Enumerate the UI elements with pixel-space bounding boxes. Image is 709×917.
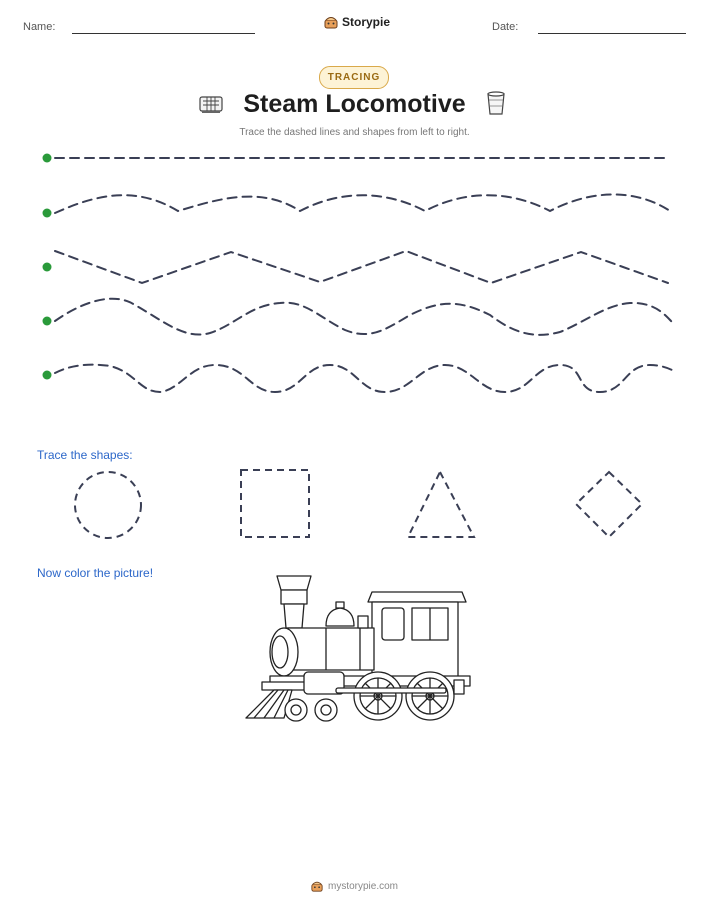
brand-name: Storypie [342, 15, 391, 29]
color-heading: Now color the picture! [37, 566, 154, 580]
shape-triangle[interactable] [406, 469, 476, 538]
date-field-line[interactable] [538, 33, 686, 34]
tracing-line-wave-2[interactable] [54, 297, 673, 336]
shape-circle[interactable] [74, 471, 142, 539]
tracing-badge: TRACING [319, 66, 389, 89]
locomotive-illustration[interactable] [240, 572, 472, 724]
shapes-heading: Trace the shapes: [37, 448, 133, 462]
bucket-icon [487, 91, 505, 115]
start-dot-2 [42, 208, 52, 218]
tracing-lines [42, 153, 673, 394]
storypie-footer-icon [311, 881, 323, 892]
start-dot-4 [42, 316, 52, 326]
storypie-icon [324, 17, 338, 29]
tracing-line-wave-1[interactable] [54, 193, 671, 214]
instructions: Trace the dashed lines and shapes from l… [239, 127, 470, 138]
footer: mystorypie.com [0, 880, 709, 892]
start-dot-5 [42, 370, 52, 380]
date-label: Date: [492, 21, 519, 33]
name-field-line[interactable] [72, 33, 255, 34]
worksheet-title: Steam Locomotive [243, 90, 466, 118]
start-dot-3 [42, 262, 52, 272]
shape-square[interactable] [240, 469, 310, 538]
start-dot-1 [42, 153, 52, 163]
tracing-line-wave-3[interactable] [54, 363, 673, 394]
footer-url[interactable]: mystorypie.com [327, 880, 398, 892]
crate-icon [199, 96, 223, 113]
trace-shapes [74, 469, 644, 539]
tracing-line-zigzag[interactable] [54, 249, 669, 285]
name-label: Name: [23, 21, 56, 33]
shape-diamond[interactable] [574, 470, 644, 539]
brand-logo: Storypie [324, 15, 390, 29]
